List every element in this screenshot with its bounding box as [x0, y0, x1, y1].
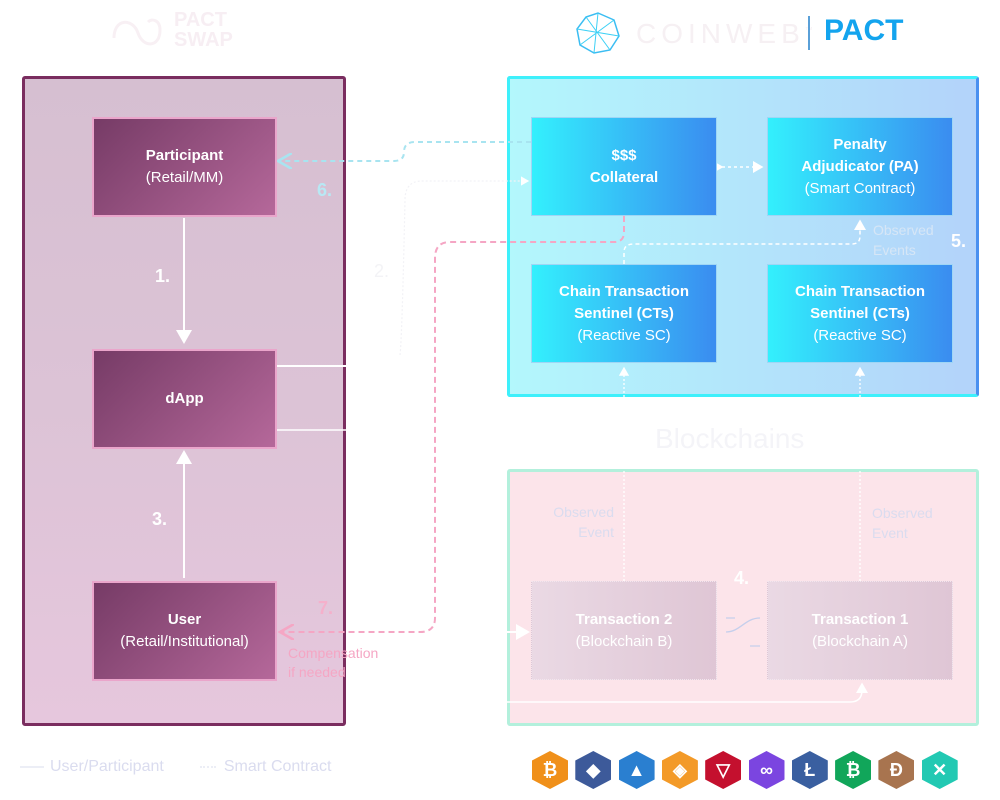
pactswap-logo: PACT SWAP	[108, 8, 258, 56]
cts-left-subtitle: (Reactive SC)	[577, 326, 671, 344]
user-box[interactable]: User (Retail/Institutional)	[92, 581, 277, 681]
cts-left-title-1: Chain Transaction	[558, 282, 690, 300]
collateral-box[interactable]: $$$ Collateral	[531, 117, 717, 216]
step6-line	[280, 141, 531, 161]
step2-collateral-line	[399, 176, 530, 356]
observed-events-line	[623, 219, 866, 264]
dapp-to-tx2-line	[183, 349, 530, 640]
logo-divider	[808, 16, 810, 50]
pact-product-label: PACT	[824, 14, 904, 47]
step-3-label: 3.	[152, 509, 168, 529]
tx2-title: Transaction 2	[575, 610, 673, 628]
blockchains-title: Blockchains	[655, 423, 805, 454]
step-2-label: 2.	[374, 261, 390, 281]
collateral-title: Collateral	[589, 168, 659, 186]
legend-solid-line	[20, 766, 44, 768]
pactswap-wave-icon	[112, 18, 162, 46]
transaction-1-box[interactable]: Transaction 1 (Blockchain A)	[767, 581, 953, 680]
step-5-label: 5.	[951, 231, 967, 251]
step-4-label: 4.	[734, 568, 750, 588]
tx1-title: Transaction 1	[811, 610, 909, 628]
dapp-box[interactable]: dApp	[92, 349, 277, 449]
legend-smart-contract: Smart Contract	[223, 758, 332, 775]
tx1-subtitle: (Blockchain A)	[812, 632, 908, 650]
cts-right-subtitle: (Reactive SC)	[813, 326, 907, 344]
penalty-adjudicator-box[interactable]: Penalty Adjudicator (PA) (Smart Contract…	[767, 117, 953, 216]
step7-compensation-line	[282, 216, 625, 632]
tx2-subtitle: (Blockchain B)	[575, 632, 673, 650]
participant-box[interactable]: Participant (Retail/MM)	[92, 117, 277, 217]
step-6-label: 6.	[317, 180, 333, 200]
participant-subtitle: (Retail/MM)	[145, 169, 224, 186]
pactswap-logo-text: PACT SWAP	[174, 9, 233, 51]
penalty-title-1: Penalty	[833, 135, 887, 153]
step-7-label: 7.	[318, 598, 334, 618]
legend: User/Participant Smart Contract	[20, 758, 331, 776]
coinweb-network-icon	[576, 12, 620, 54]
dapp-to-tx1-line	[183, 429, 868, 703]
transaction-2-box[interactable]: Transaction 2 (Blockchain B)	[531, 581, 717, 680]
penalty-subtitle: (Smart Contract)	[804, 179, 916, 197]
participant-title: Participant	[145, 147, 224, 164]
cts-right-title-1: Chain Transaction	[794, 282, 926, 300]
swap-icon	[725, 617, 761, 647]
cts-left-box[interactable]: Chain Transaction Sentinel (CTs) (Reacti…	[531, 264, 717, 363]
coinweb-logo: COINWEB™ PACT	[574, 10, 914, 55]
user-title: User	[167, 611, 202, 628]
legend-dotted-line	[199, 766, 216, 768]
collateral-symbol: $$$	[611, 146, 637, 164]
user-subtitle: (Retail/Institutional)	[120, 633, 249, 650]
legend-user-participant: User/Participant	[50, 758, 164, 775]
step-1-label: 1.	[155, 266, 171, 286]
cts-left-title-2: Sentinel (CTs)	[574, 304, 674, 322]
cts-right-box[interactable]: Chain Transaction Sentinel (CTs) (Reacti…	[767, 264, 953, 363]
penalty-title-2: Adjudicator (PA)	[801, 157, 919, 175]
dapp-title: dApp	[165, 390, 204, 407]
cts-right-title-2: Sentinel (CTs)	[810, 304, 910, 322]
